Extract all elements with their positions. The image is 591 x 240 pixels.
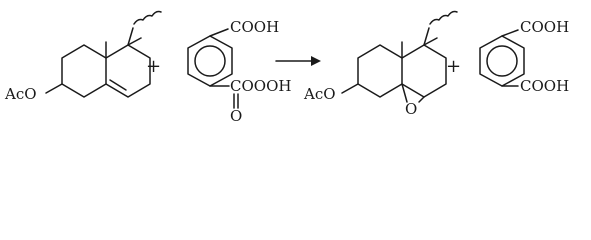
c9-methyl xyxy=(423,37,438,46)
c9-methyl xyxy=(127,37,142,46)
monoperphthalic-acid: COOH COOOH O xyxy=(187,18,291,125)
cooh-label: COOH xyxy=(230,18,279,36)
acetoxy-label: AcO xyxy=(303,85,336,103)
epoxide-bond-2 xyxy=(418,96,425,103)
cooh-bond xyxy=(209,28,229,37)
acetoxy-label: AcO xyxy=(4,85,37,103)
c3-o-bond xyxy=(45,83,63,94)
ring-a xyxy=(61,44,107,98)
ring-a xyxy=(357,44,403,98)
c3-o-bond xyxy=(341,83,359,94)
ring-b xyxy=(105,44,151,98)
steroid-epoxide-product: O AcO xyxy=(303,10,458,118)
steroid-reactant: AcO xyxy=(4,10,162,103)
epoxide-bond-1 xyxy=(401,83,408,103)
plus-sign-2: + xyxy=(446,56,461,77)
reaction-arrow xyxy=(275,56,321,66)
cooh-bond-1 xyxy=(501,29,519,37)
carbonyl-oxygen: O xyxy=(230,107,242,125)
reaction-svg: AcO + COOH COOOH O O AcO + xyxy=(4,10,569,125)
phthalic-acid: COOH COOH xyxy=(479,18,569,95)
aromatic-circle xyxy=(194,45,226,77)
cooh-label-1: COOH xyxy=(520,18,569,36)
ring-c-bond xyxy=(423,27,430,46)
truncation-squiggle xyxy=(133,10,162,25)
ring-c-bond xyxy=(127,27,134,46)
peracid-label: COOOH xyxy=(230,77,291,95)
truncation-squiggle xyxy=(429,10,458,25)
epoxide-oxygen: O xyxy=(405,100,417,118)
aromatic-circle xyxy=(486,45,518,77)
double-bond xyxy=(109,79,127,91)
ring-b xyxy=(401,44,447,98)
plus-sign-1: + xyxy=(146,56,161,77)
cooh-label-2: COOH xyxy=(520,77,569,95)
reaction-scheme: AcO + COOH COOOH O O AcO + xyxy=(4,10,569,125)
